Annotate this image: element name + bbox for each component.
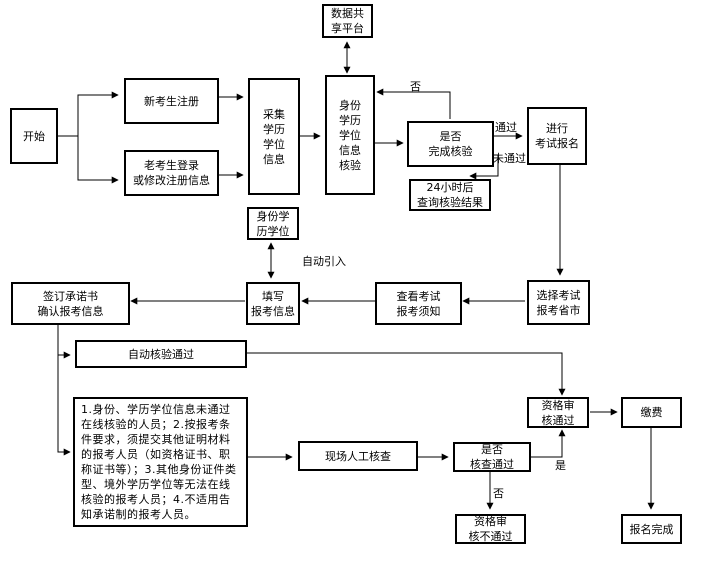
edge-auto-qual (247, 352, 566, 396)
edge-checkpass-qual (531, 429, 566, 458)
label-no-bottom: 否 (493, 487, 504, 500)
label-auto-import: 自动引入 (302, 255, 346, 268)
node-choose-province: 选择考试 报考省市 (527, 280, 590, 325)
label-not-pass: 未通过 (493, 152, 526, 165)
node-qualification-fail: 资格审 核不通过 (455, 514, 526, 544)
node-done: 报名完成 (621, 514, 682, 544)
node-start: 开始 (10, 108, 58, 164)
node-wait-24h: 24小时后 查询核验结果 (409, 179, 491, 211)
node-notes: 1.身份、学历学位信息未通过在线核验的人员；2.按报考条件要求，须提交其他证明材… (73, 397, 248, 527)
label-yes: 是 (555, 459, 566, 472)
node-collect-info: 采集 学历 学位 信息 (248, 78, 300, 195)
node-check-pass: 是否 核查通过 (453, 442, 531, 472)
node-fill-info: 填写 报考信息 (246, 282, 300, 325)
node-sign-commitment: 签订承诺书 确认报考信息 (11, 282, 130, 325)
label-no-top: 否 (410, 80, 421, 93)
edge-branch-old (77, 136, 119, 184)
node-read-notice: 查看考试 报考须知 (375, 282, 462, 325)
node-pay: 缴费 (621, 397, 682, 428)
edge-start-branch (46, 91, 119, 137)
edge-check-no (376, 88, 451, 119)
node-auto-pass: 自动核验通过 (75, 340, 247, 368)
node-qualification-pass: 资格审 核通过 (527, 397, 589, 428)
node-onsite-check: 现场人工核查 (298, 441, 418, 471)
node-data-share-platform: 数据共 享平台 (322, 4, 373, 38)
node-check-done: 是否 完成核验 (407, 121, 494, 167)
node-verify-info: 身份 学历 学位 信息 核验 (325, 75, 375, 195)
edge-sign-notes (57, 355, 71, 456)
node-id-edu-info: 身份学 历学位 (247, 207, 299, 240)
node-enroll: 进行 考试报名 (527, 107, 587, 165)
edge-notpass-wait (469, 154, 499, 180)
label-pass: 通过 (495, 121, 517, 134)
node-old-login: 老考生登录 或修改注册信息 (124, 150, 219, 196)
edge-sign-auto (57, 325, 71, 359)
node-new-registration: 新考生注册 (124, 78, 219, 124)
